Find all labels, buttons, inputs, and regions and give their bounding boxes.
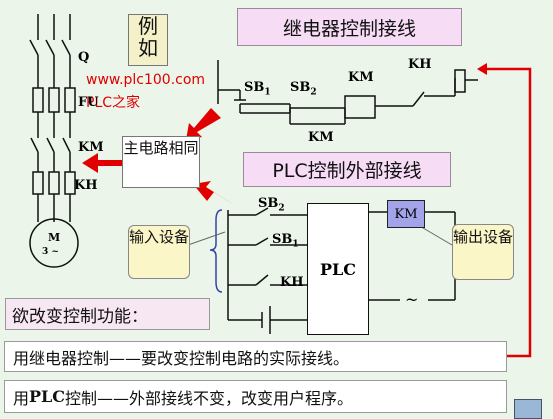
goal-statement: 欲改变控制功能： <box>5 298 210 330</box>
plc-statement-rest: 控制——外部接线不变，改变用户程序。 <box>65 388 354 408</box>
label-km-main: KM <box>78 140 104 155</box>
output-device-text: 输出设备 <box>453 228 514 246</box>
plc-sb1-sub: 1 <box>292 239 299 250</box>
plc-statement-bold: PLC <box>29 387 66 406</box>
relay-statement: 用继电器控制——要改变控制电路的实际接线。 <box>4 341 507 372</box>
plc-statement-prefix: 用 <box>13 388 30 408</box>
same-main-circuit-callout: 主电路相同 <box>122 136 200 188</box>
slide-nav-icon[interactable] <box>514 399 542 419</box>
watermark-url: www.plc100.com <box>86 72 206 88</box>
relay-kh-label: KH <box>408 57 432 72</box>
plc-text: PLC <box>319 259 356 279</box>
motor-phase-label: 3 ~ <box>42 247 59 257</box>
plc-kh-label: KH <box>280 275 304 290</box>
plc-km-coil: KM <box>387 200 425 228</box>
main-circuit-wires <box>29 14 79 268</box>
watermark-brand: PLC之家 <box>86 95 141 111</box>
plc-sb2-text: SB <box>258 196 279 211</box>
plc-sb2-label: SB2 <box>258 197 285 214</box>
plc-sb2-sub: 2 <box>278 203 285 214</box>
relay-sb2-text: SB <box>290 80 311 95</box>
relay-link-arrow <box>487 67 532 358</box>
input-device-text: 输入设备 <box>129 228 190 246</box>
red-arrows <box>82 108 236 206</box>
plc-input-wires <box>227 207 307 334</box>
relay-km-contact-label: KM <box>308 130 334 145</box>
motor-label: M <box>48 231 61 244</box>
same-main-circuit-text: 主电路相同 <box>123 139 199 157</box>
label-q: Q <box>78 50 90 65</box>
relay-sb1-sub: 1 <box>264 87 271 98</box>
relay-wiring-title: 继电器控制接线 <box>237 8 462 46</box>
example-label: 例如 <box>128 14 168 66</box>
relay-sb2-sub: 2 <box>310 87 317 98</box>
ac-source-symbol: ~ <box>405 290 419 309</box>
input-device-callout: 输入设备 <box>128 225 190 279</box>
relay-control-wires <box>217 60 478 125</box>
input-callout-pointer <box>187 231 226 246</box>
plc-sb1-text: SB <box>272 232 293 247</box>
input-brace <box>209 209 223 293</box>
relay-sb2-label: SB2 <box>290 81 317 98</box>
relay-km-coil-label: KM <box>348 70 374 85</box>
output-callout-pointer <box>417 224 453 246</box>
plc-box: PLC <box>307 203 369 335</box>
label-kh-main: KH <box>74 178 98 193</box>
label-fu: FU <box>78 95 99 110</box>
relay-sb1-label: SB1 <box>244 81 271 98</box>
output-device-callout: 输出设备 <box>452 224 514 280</box>
plc-km-text: KM <box>394 206 418 222</box>
plc-wiring-title: PLC控制外部接线 <box>243 152 451 187</box>
plc-sb1-label: SB1 <box>272 233 299 250</box>
relay-sb1-text: SB <box>244 80 265 95</box>
